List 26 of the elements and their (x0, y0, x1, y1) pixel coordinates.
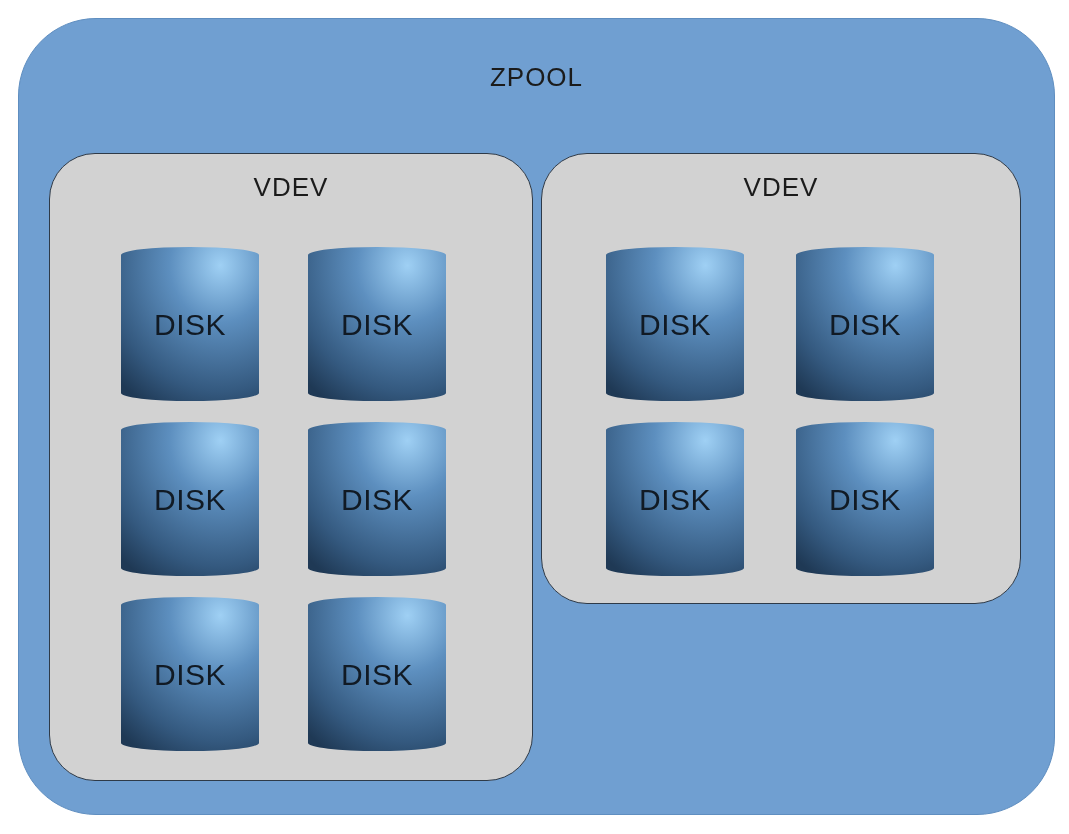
vdev-title: VDEV (743, 172, 819, 202)
disk-cylinder (795, 422, 935, 577)
disk-label: DISK (154, 482, 226, 517)
vdev-panel (49, 153, 533, 781)
disk-cylinder (307, 247, 447, 402)
vdev-panel (541, 153, 1021, 604)
disk-label: DISK (829, 307, 901, 342)
disk-cylinder (120, 422, 260, 577)
disk-cylinder (307, 597, 447, 752)
vdev-title: VDEV (253, 172, 329, 202)
disk-label: DISK (341, 482, 413, 517)
disk-label: DISK (154, 657, 226, 692)
disk-label: DISK (341, 657, 413, 692)
disk-cylinder (120, 597, 260, 752)
pool-panel (18, 18, 1055, 815)
disk-label: DISK (154, 307, 226, 342)
disk-cylinder (605, 422, 745, 577)
disk-cylinder (605, 247, 745, 402)
disk-cylinder (795, 247, 935, 402)
pool-title: ZPOOL (489, 62, 584, 92)
disk-label: DISK (639, 307, 711, 342)
disk-cylinder (120, 247, 260, 402)
disk-label: DISK (639, 482, 711, 517)
disk-label: DISK (829, 482, 901, 517)
disk-label: DISK (341, 307, 413, 342)
disk-cylinder (307, 422, 447, 577)
